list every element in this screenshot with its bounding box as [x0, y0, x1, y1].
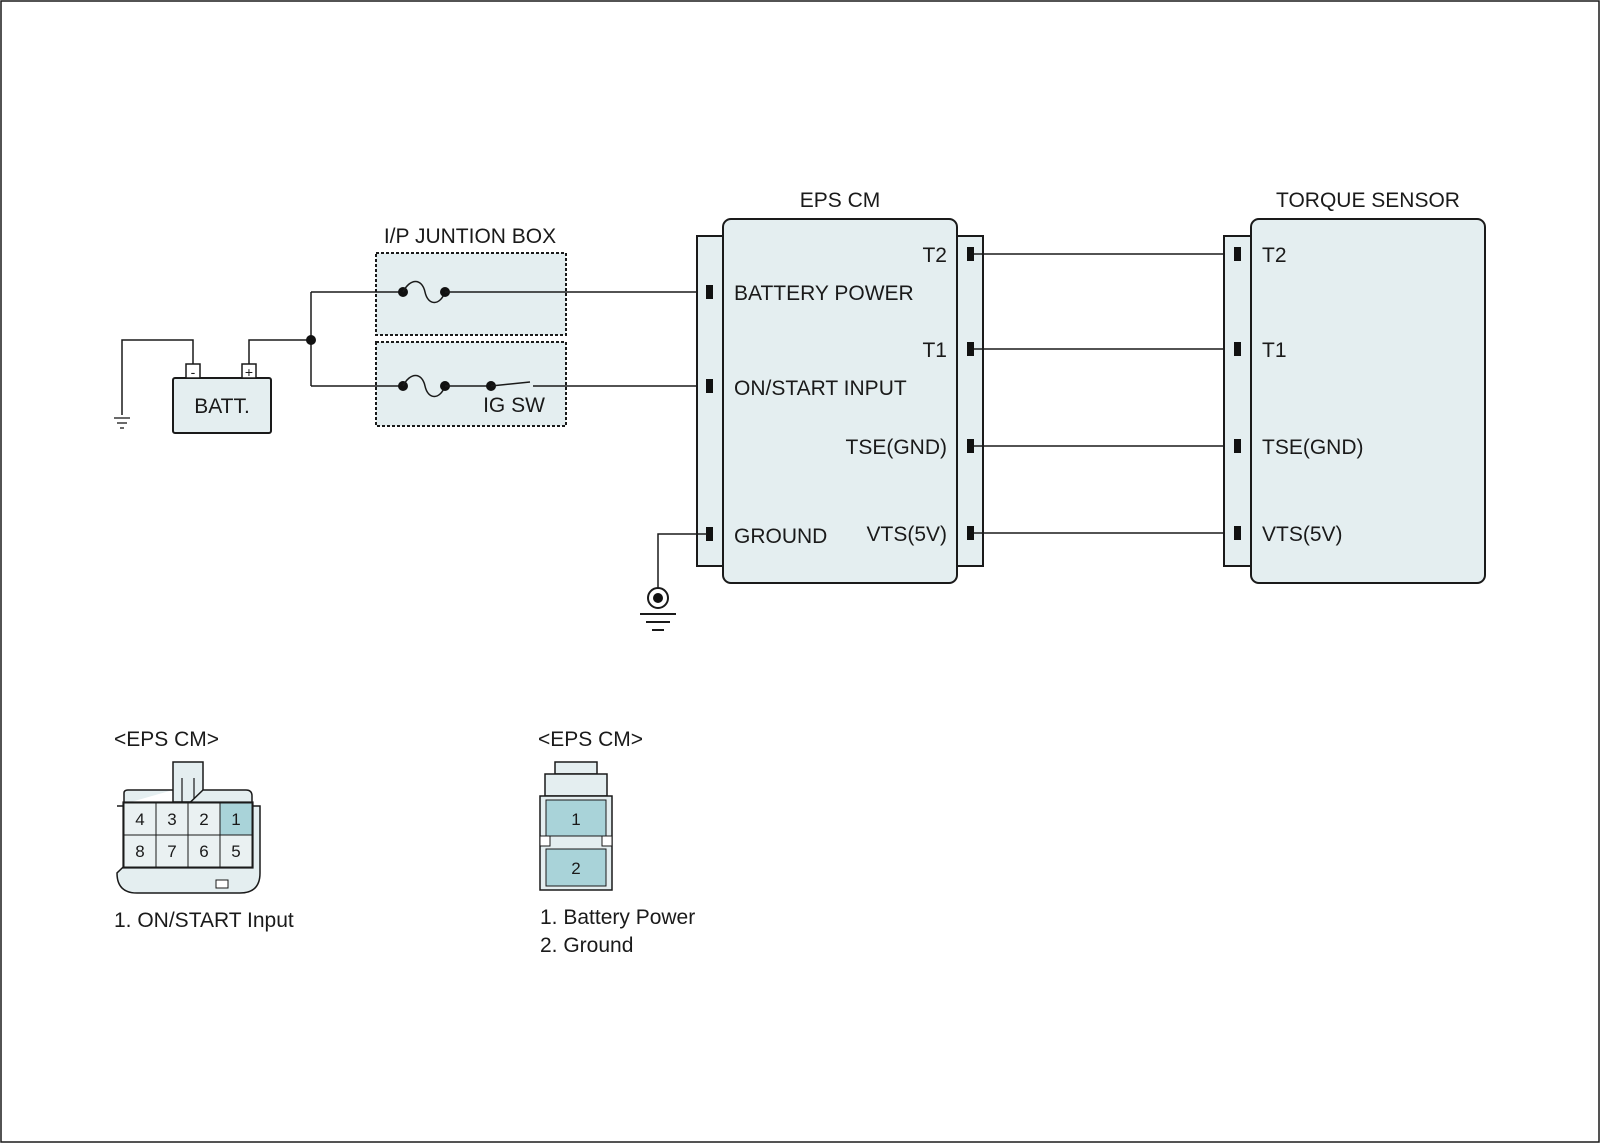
connector-1-cell-8: [123, 834, 157, 868]
eps-cm-pin-vts-5v: VTS(5V): [866, 523, 947, 546]
connector-2-pin-2: 2: [571, 859, 580, 878]
battery-pos-sign: +: [245, 364, 253, 380]
torque-terminal-vts: [1234, 526, 1241, 540]
battery: - + BATT.: [172, 363, 272, 434]
torque-pin-tse-gnd: TSE(GND): [1262, 436, 1364, 459]
torque-terminal-t2: [1234, 247, 1241, 261]
connector-2-cell-1: [545, 799, 607, 837]
eps-cm-terminal-vts: [967, 526, 974, 540]
eps-cm-body: [722, 218, 958, 584]
eps-cm-terminal-t1: [967, 342, 974, 356]
connector-1-pin-2: 2: [199, 810, 208, 829]
torque-pin-vts-5v: VTS(5V): [1262, 523, 1343, 546]
eps-cm-terminal-battery: [706, 285, 713, 299]
torque-pin-t2: T2: [1262, 244, 1287, 267]
connector-1-pin-1: 1: [231, 810, 240, 829]
eps-cm-pin-t1: T1: [922, 339, 947, 362]
connector-2-legend-1: 1. Battery Power: [540, 906, 695, 929]
eps-cm-terminal-t2: [967, 247, 974, 261]
eps-cm-title: EPS CM: [800, 189, 881, 212]
connector-2-cell-2: [545, 848, 607, 887]
eps-ground-wire: [657, 533, 707, 590]
eps-cm-pin-on-start-input: ON/START INPUT: [734, 377, 907, 400]
torque-sensor-title: TORQUE SENSOR: [1276, 189, 1460, 212]
connector-2-title: <EPS CM>: [538, 728, 643, 751]
ignition-switch-icon: [486, 381, 531, 391]
connector-1-legend-1: 1. ON/START Input: [114, 909, 294, 932]
eps-cm-pin-battery-power: BATTERY POWER: [734, 282, 914, 305]
connector-1-pin-5: 5: [231, 842, 240, 861]
eps-cm-terminal-onstart: [706, 379, 713, 393]
junction-box-title: I/P JUNTION BOX: [384, 225, 556, 248]
torque-pin-t1: T1: [1262, 339, 1287, 362]
connector-1-pin-3: 3: [167, 810, 176, 829]
junction-box-fuse-section: [375, 252, 567, 336]
connector-1-cell-1: [219, 802, 253, 836]
torque-sensor-body: [1250, 218, 1486, 584]
connector-1-pin-8: 8: [135, 842, 144, 861]
connector-1-cell-7: [155, 834, 189, 868]
junction-box-switch-section: [375, 341, 567, 427]
battery-label: BATT.: [194, 395, 250, 418]
ground-symbol-icon: [640, 587, 676, 631]
connector-1-pin-4: 4: [135, 810, 144, 829]
connector-1-title: <EPS CM>: [114, 728, 219, 751]
ignition-fuse-icon: [398, 374, 450, 398]
battery-positive-wire: [248, 339, 311, 364]
torque-terminal-tse: [1234, 439, 1241, 453]
eps-cm-pin-tse-gnd: TSE(GND): [846, 436, 948, 459]
battery-body: [172, 377, 272, 434]
eps-cm-terminal-tse: [967, 439, 974, 453]
eps-cm-pin-ground: GROUND: [734, 525, 827, 548]
torque-sensor-connector: [1223, 235, 1253, 567]
connector-2-pin-1: 1: [571, 810, 580, 829]
eps-cm-pin-t2: T2: [922, 244, 947, 267]
torque-terminal-t1: [1234, 342, 1241, 356]
battery-neg-sign: -: [191, 364, 196, 380]
splice-dot: [306, 335, 316, 345]
connector-1-pin-7: 7: [167, 842, 176, 861]
connector-2-legend-2: 2. Ground: [540, 934, 633, 957]
eps-cm-terminal-ground: [706, 527, 713, 541]
ignition-switch-label: IG SW: [483, 394, 545, 417]
chassis-ground-icon: [114, 417, 130, 429]
connector-1-cell-5: [219, 834, 253, 868]
connector-1-cell-4: [123, 802, 157, 836]
connector-1-pin-6: 6: [199, 842, 208, 861]
battery-ground-wire: [121, 339, 194, 415]
